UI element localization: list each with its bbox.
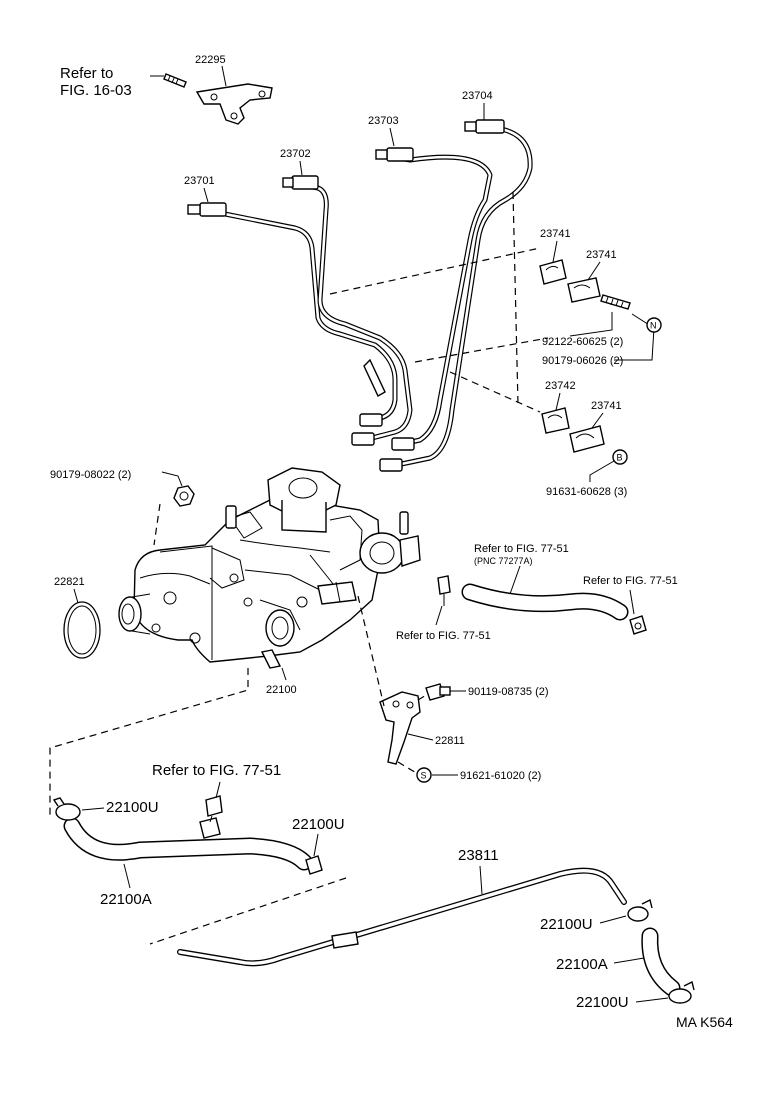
bracket-22811 [379,691,421,765]
part-number: 22100U [540,916,593,933]
hose-fig-77-51 [461,583,629,621]
part-number: 23741 [586,249,617,261]
hose-clip-22100u [668,980,695,1004]
tube-23811 [177,867,627,967]
bolt-22295 [163,73,187,88]
leader-line [599,915,627,924]
guide-line [397,761,419,775]
part-number: 22100U [292,816,345,833]
injection-pump-22100 [118,467,421,669]
marker-letter: N [650,321,657,331]
guide-line [417,693,429,701]
clip-fig-77-51 [199,795,223,839]
refer-label: Refer to [60,65,113,82]
part-number: 90179-08022 (2) [50,469,131,481]
leader-line [613,957,645,964]
refer-label: Refer to FIG. 77-51 [583,575,678,587]
bolt-90119 [425,683,451,701]
leader-line [509,565,521,595]
clamp-23741-b [567,277,601,303]
part-number: 22821 [54,576,85,588]
guide-line [49,668,249,815]
leader-line [123,863,131,889]
leader-line [569,312,613,337]
marker-b [612,449,628,465]
marker-letter: B [617,453,623,463]
leader-line [221,65,227,87]
part-number: 23741 [540,228,571,240]
part-number: 22100A [100,891,152,908]
refer-label: Refer to FIG. 77-51 [152,762,281,779]
o-ring-22821 [63,601,101,659]
hose-22100a-lower [63,817,313,871]
guide-line [153,503,161,546]
leader-line [614,313,655,361]
hose-clip [629,615,647,635]
leader-line [407,733,434,741]
bolt-92122 [600,294,631,310]
leader-line [555,392,561,411]
hose-22100a-right [641,927,681,997]
pipe-guide-lines [329,191,549,413]
part-number: 23701 [184,175,215,187]
leader-line [479,865,483,895]
part-number: 22100A [556,956,608,973]
hose-clip-left [437,575,451,606]
part-number: 91621-61020 (2) [460,770,541,782]
part-number: 23742 [545,380,576,392]
part-number: 23702 [280,148,311,160]
pipe-fittings [187,119,505,472]
leader-line [435,605,443,626]
leader-line [587,261,601,281]
hose-clip-22100u [52,797,81,821]
nut-90179-08022 [173,485,195,507]
leader-line [591,412,604,429]
leader-line [281,667,287,681]
bracket-22295 [195,83,273,125]
part-number: 23811 [458,847,499,864]
part-number: 91631-60628 (3) [546,486,627,498]
marker-s [416,767,432,783]
part-number: 90119-08735 (2) [468,686,549,698]
part-number: 22811 [435,735,465,747]
part-number: 90179-06026 (2) [542,355,623,367]
part-number: 22100 [266,684,297,696]
part-number: 22100U [106,799,159,816]
leader-line [552,240,558,263]
marker-n [646,317,662,333]
clamp-23741-a [539,259,567,285]
part-number: 22100U [576,994,629,1011]
part-number: 23703 [368,115,399,127]
refer-label: Refer to FIG. 77-51 [396,630,491,642]
refer-label: (PNC 77277A) [474,556,533,566]
hose-clip-22100u [627,898,653,922]
part-number: 23741 [591,400,622,412]
hose-clip-22100u [305,855,323,875]
leader-line [81,807,105,811]
leader-line [635,997,669,1003]
clamp-23741-c [569,425,605,453]
leader-line [589,460,615,482]
guide-line [149,877,347,945]
leader-line [629,589,635,615]
clamp-23742 [541,407,570,434]
part-number: 22295 [195,54,226,66]
refer-label: Refer to FIG. 77-51 [474,543,569,555]
leader-line [313,833,319,857]
leader-line [215,781,221,799]
part-number: 92122-60625 (2) [542,336,623,348]
guide-line [357,595,385,707]
marker-letter: S [421,771,427,781]
diagram-code: MA K564 [676,1014,733,1030]
leader-line [73,588,79,604]
leader-line [389,127,395,147]
leader-line [299,160,303,176]
injection-pipes [202,123,533,469]
leader-line [161,471,183,487]
part-number: 23704 [462,90,493,102]
leader-line [203,187,209,203]
refer-label: FIG. 16-03 [60,82,132,99]
